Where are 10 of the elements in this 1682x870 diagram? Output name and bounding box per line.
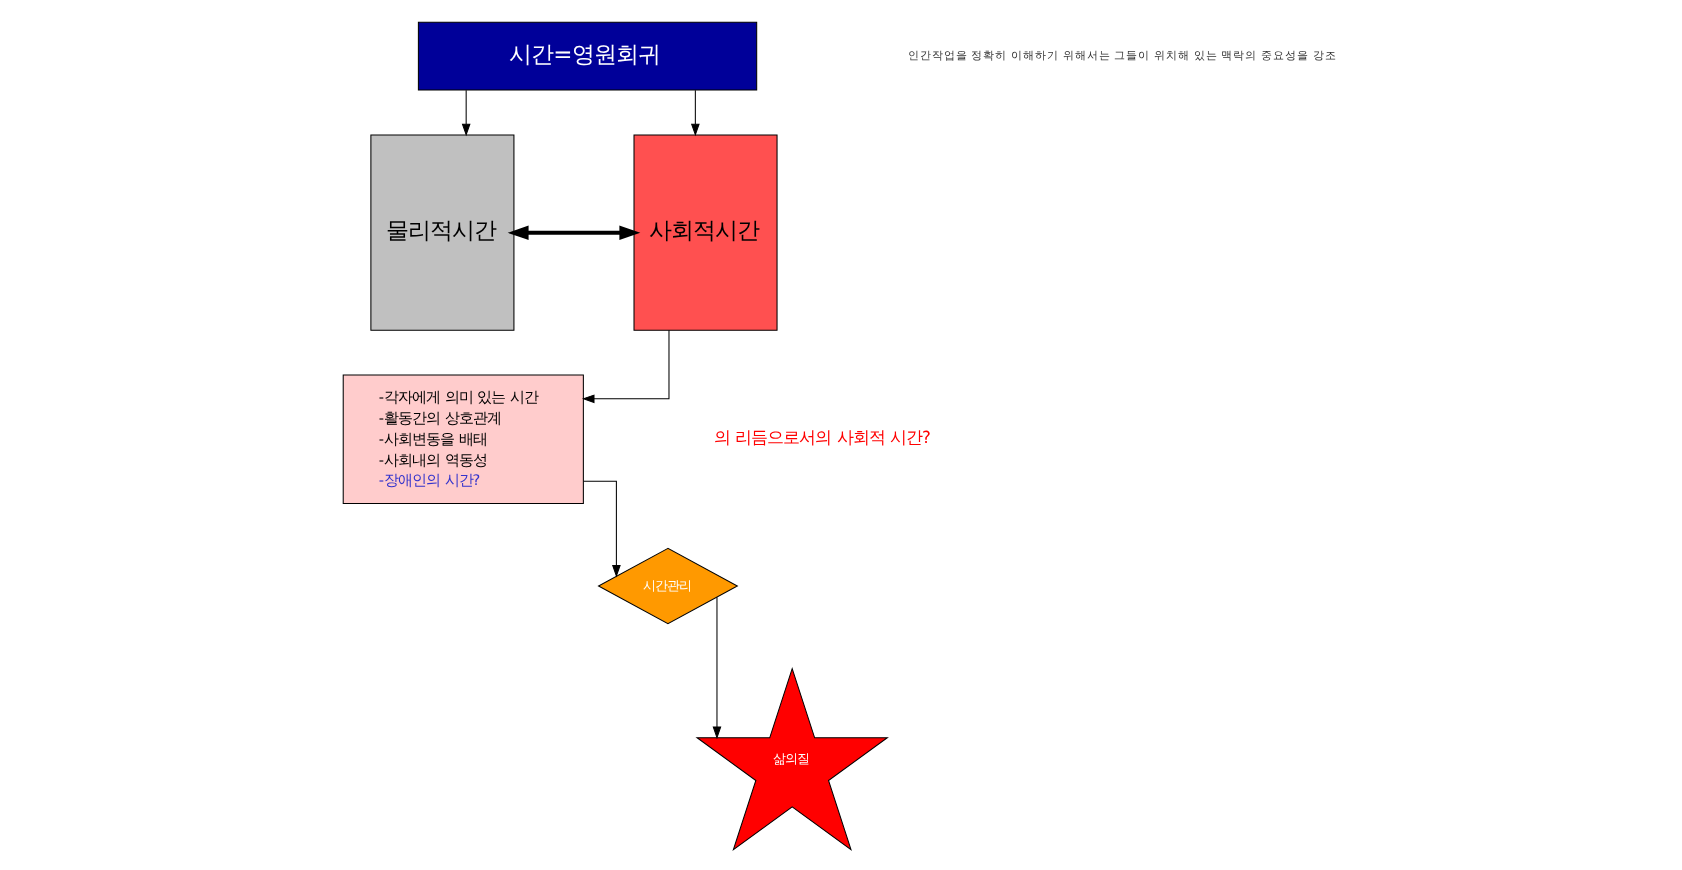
node-box: 시간=영원회귀 (417, 20, 758, 90)
arrow (583, 479, 621, 577)
arrow (507, 224, 641, 240)
arrow (581, 328, 670, 403)
label: 의 리듬으로서의 사회적 시간? (714, 426, 931, 447)
arrow (690, 88, 700, 136)
node-box: 물리적시간 (370, 133, 515, 330)
arrow (461, 88, 471, 136)
node-box: 사회적시간 (633, 133, 778, 330)
arrow (712, 595, 722, 739)
